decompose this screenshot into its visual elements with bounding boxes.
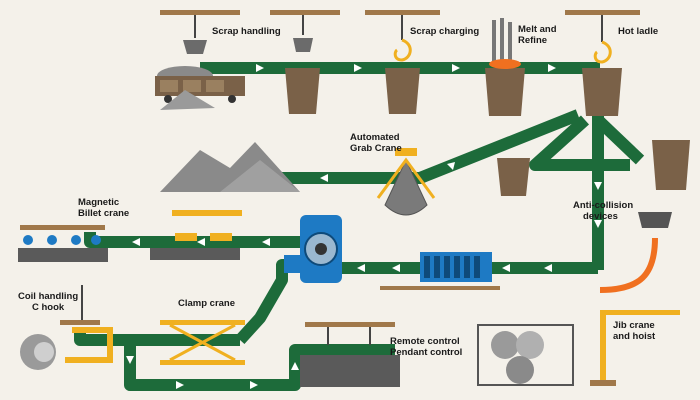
coil-rack-icon bbox=[477, 324, 574, 386]
billet-crane-label-line2: Billet crane bbox=[78, 208, 129, 219]
coil-c-hook-icon bbox=[20, 285, 113, 370]
cast-strand-icon bbox=[599, 212, 672, 293]
scrap-handling-label: Scrap handling bbox=[212, 26, 281, 37]
coil-handling-label-line2: C hook bbox=[32, 302, 65, 313]
hook-icon bbox=[593, 40, 612, 64]
rail bbox=[365, 10, 440, 15]
arrow bbox=[357, 264, 365, 272]
grab-crane-icon bbox=[376, 148, 436, 216]
conveyor-paths bbox=[74, 62, 645, 391]
anti-collision-label-line1: Anti-collision bbox=[573, 200, 633, 211]
arrow bbox=[176, 381, 184, 389]
arrow bbox=[594, 220, 602, 228]
scrap-bucket-icon bbox=[285, 68, 320, 114]
flow-arrows bbox=[126, 64, 602, 389]
melt-and-refine-label-line1: Melt and bbox=[518, 24, 557, 35]
jib-crane-icon bbox=[590, 310, 680, 386]
ladle-icon bbox=[582, 68, 622, 116]
arrow bbox=[452, 64, 460, 72]
pendant-label-line2: Pendant control bbox=[390, 347, 462, 358]
hot-ladle-label: Hot ladle bbox=[618, 26, 658, 37]
jib-crane-label-line2: and hoist bbox=[613, 331, 656, 342]
vessels bbox=[285, 68, 690, 196]
pendant-label-line1: Remote control bbox=[390, 336, 460, 347]
furnace-electrodes bbox=[489, 18, 521, 69]
arrow bbox=[197, 238, 205, 246]
arrow bbox=[594, 182, 602, 190]
melt-and-refine-label-line2: Refine bbox=[518, 35, 547, 46]
magnet-bar-crane bbox=[150, 210, 242, 260]
arrow bbox=[132, 238, 140, 246]
tundish-icon bbox=[497, 158, 530, 196]
hot-ladle-branch bbox=[593, 115, 645, 165]
arrow bbox=[354, 64, 362, 72]
jib-crane-label-line1: Jib crane bbox=[613, 320, 655, 331]
clamp-link bbox=[235, 259, 300, 345]
clamp-crane-label: Clamp crane bbox=[178, 298, 235, 309]
ladle-triangle bbox=[529, 115, 630, 171]
labels: Scrap handling Scrap charging Melt and R… bbox=[18, 24, 658, 358]
coil-link bbox=[74, 330, 130, 346]
arrow bbox=[320, 174, 328, 182]
lower-loop-conveyor bbox=[124, 334, 395, 391]
rail bbox=[160, 10, 240, 15]
magnet-icon bbox=[293, 38, 313, 52]
arrow bbox=[548, 64, 556, 72]
magnet-icon bbox=[183, 40, 207, 54]
arrow bbox=[126, 356, 134, 364]
scrap-charging-label: Scrap charging bbox=[410, 26, 479, 37]
scrap-piles bbox=[160, 142, 300, 192]
clamp-crane-icon bbox=[160, 320, 245, 365]
billet-conveyor bbox=[84, 232, 300, 248]
arrow bbox=[544, 264, 552, 272]
charging-bucket-icon bbox=[385, 68, 420, 114]
molten-metal-icon bbox=[489, 59, 521, 69]
billet-crane-label-line1: Magnetic bbox=[78, 197, 119, 208]
pendant-crane-icon bbox=[300, 322, 400, 387]
rail bbox=[565, 10, 640, 15]
rail bbox=[270, 10, 340, 15]
arrow bbox=[256, 64, 264, 72]
arrow bbox=[392, 264, 400, 272]
arrow bbox=[291, 362, 299, 370]
anti-collision-label-line2: devices bbox=[583, 211, 618, 222]
grab-crane-label-line2: Grab Crane bbox=[350, 143, 402, 154]
hook-icon bbox=[393, 38, 412, 62]
coil-handling-label-line1: Coil handling bbox=[18, 291, 78, 302]
scrap-rail-car bbox=[155, 66, 245, 110]
furnace-icon bbox=[485, 68, 525, 116]
overhead-cranes bbox=[160, 10, 640, 64]
billet-crane-icon bbox=[18, 225, 108, 262]
arrow bbox=[447, 162, 455, 170]
grab-crane-label-line1: Automated bbox=[350, 132, 400, 143]
arrow bbox=[502, 264, 510, 272]
caster-machine-icon bbox=[284, 215, 500, 290]
arrow bbox=[250, 381, 258, 389]
hot-metal-ladle-icon bbox=[652, 140, 690, 190]
arrow bbox=[262, 238, 270, 246]
